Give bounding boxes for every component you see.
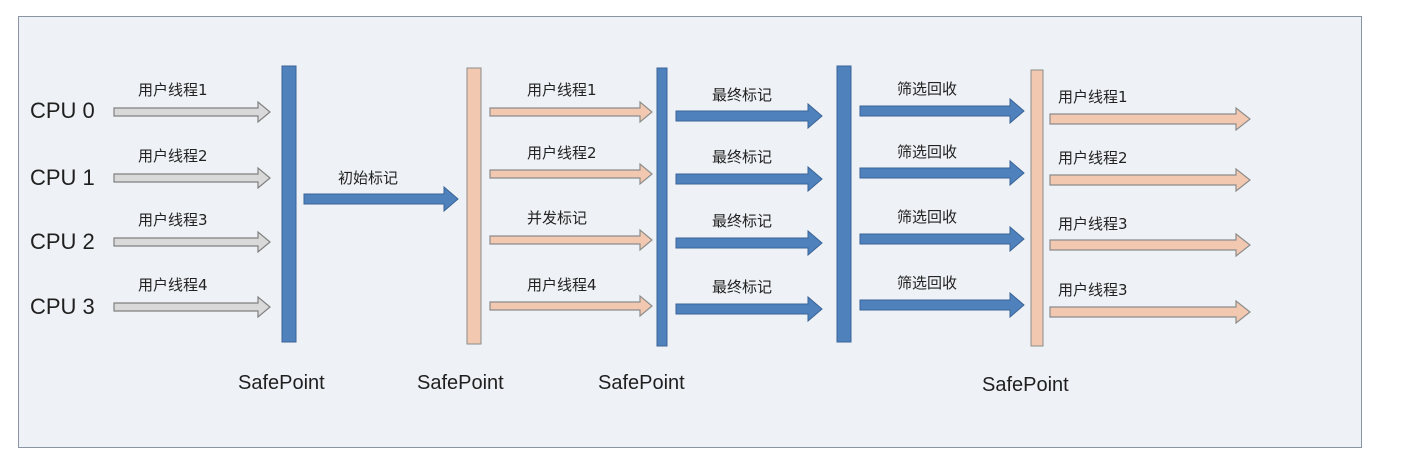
final-mark-arrow-3 xyxy=(675,295,823,323)
stage3-label-0: 用户线程1 xyxy=(527,81,597,99)
stage1-arrow-3 xyxy=(113,295,271,319)
final-mark-label-1: 最终标记 xyxy=(712,148,772,166)
cpu-label-3: CPU 3 xyxy=(30,294,95,319)
diagram-panel xyxy=(18,16,1362,448)
filter-label-1: 筛选回收 xyxy=(897,143,957,161)
filter-arrow-0 xyxy=(859,97,1025,125)
final-mark-label-3: 最终标记 xyxy=(712,278,772,296)
stage3-label-2: 并发标记 xyxy=(527,209,587,227)
final-mark-arrows xyxy=(675,102,823,323)
safepoint-bar-4 xyxy=(836,65,852,343)
stage1-label-2: 用户线程3 xyxy=(138,211,208,229)
initial-mark-label: 初始标记 xyxy=(338,169,398,187)
final-mark-arrow-0 xyxy=(675,102,823,130)
stage1-label-0: 用户线程1 xyxy=(138,81,208,99)
stage1-arrow-1 xyxy=(113,166,271,190)
stage3-arrows xyxy=(489,100,653,318)
stage1-user-thread-arrows xyxy=(113,100,271,319)
resume-arrow-2 xyxy=(1049,232,1251,258)
resume-arrow-3 xyxy=(1049,299,1251,325)
stage1-arrow-0 xyxy=(113,100,271,124)
cpu-label-1: CPU 1 xyxy=(30,165,95,190)
stage1-arrow-2 xyxy=(113,230,271,254)
safepoint-label-2: SafePoint xyxy=(417,372,504,394)
safepoint-bar-2 xyxy=(466,67,482,345)
initial-mark-arrow xyxy=(303,185,459,213)
safepoint-bar-5 xyxy=(1030,69,1044,347)
filter-arrows xyxy=(859,97,1025,319)
stage3-label-3: 用户线程4 xyxy=(527,276,597,294)
filter-arrow-2 xyxy=(859,225,1025,253)
filter-arrow-3 xyxy=(859,291,1025,319)
cpu-label-2: CPU 2 xyxy=(30,229,95,254)
filter-label-2: 筛选回收 xyxy=(897,208,957,226)
filter-label-3: 筛选回收 xyxy=(897,274,957,292)
resume-arrow-0 xyxy=(1049,106,1251,132)
safepoint-bar-3 xyxy=(656,67,668,347)
resume-arrow-1 xyxy=(1049,167,1251,193)
safepoint-label-1: SafePoint xyxy=(238,372,325,394)
resume-label-2: 用户线程3 xyxy=(1058,215,1128,233)
stage1-label-3: 用户线程4 xyxy=(138,276,208,294)
safepoint-label-3: SafePoint xyxy=(598,372,685,394)
safepoint-label-5: SafePoint xyxy=(982,374,1069,396)
resume-label-0: 用户线程1 xyxy=(1058,88,1128,106)
stage3-arrow-0 xyxy=(489,100,653,124)
stage3-arrow-3 xyxy=(489,294,653,318)
safepoint-bar-1 xyxy=(281,65,297,343)
final-mark-arrow-1 xyxy=(675,165,823,193)
stage3-arrow-1 xyxy=(489,162,653,186)
final-mark-label-2: 最终标记 xyxy=(712,212,772,230)
resume-label-1: 用户线程2 xyxy=(1058,149,1128,167)
filter-label-0: 筛选回收 xyxy=(897,80,957,98)
stage3-arrow-2 xyxy=(489,228,653,252)
stage1-label-1: 用户线程2 xyxy=(138,147,208,165)
final-mark-arrow-2 xyxy=(675,229,823,257)
final-mark-label-0: 最终标记 xyxy=(712,86,772,104)
resume-label-3: 用户线程3 xyxy=(1058,281,1128,299)
cpu-label-0: CPU 0 xyxy=(30,98,95,123)
filter-arrow-1 xyxy=(859,159,1025,187)
stage3-label-1: 用户线程2 xyxy=(527,144,597,162)
resume-arrows xyxy=(1049,106,1251,325)
